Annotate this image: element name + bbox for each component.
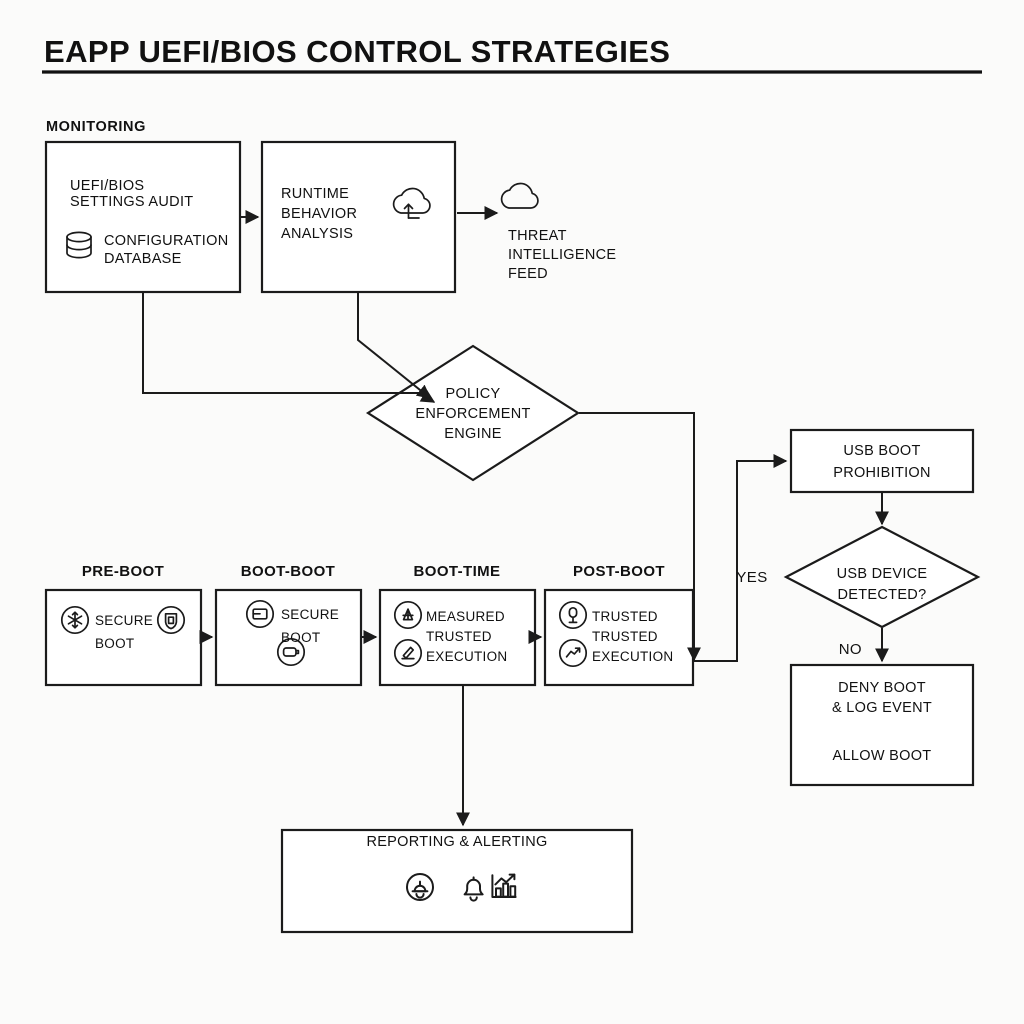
database-icon xyxy=(66,231,92,259)
node-policy-engine-line2: ENFORCEMENT xyxy=(415,406,530,422)
edge-policy-to-postboot xyxy=(579,412,701,662)
stage-1-line2: BOOT xyxy=(281,630,320,645)
node-stage-box-1[interactable] xyxy=(214,588,363,687)
node-usb-decision-line2: DETECTED? xyxy=(838,587,927,603)
circled-chip-icon xyxy=(393,600,423,630)
node-policy-engine-line1: POLICY xyxy=(446,386,501,402)
node-settings-audit-box[interactable] xyxy=(44,140,242,294)
edge-label-yes: YES xyxy=(736,569,767,586)
node-usb-prohibition-box[interactable] xyxy=(789,428,975,494)
cloud-upload-icon xyxy=(392,187,431,219)
stage-3-line2: TRUSTED xyxy=(592,629,658,644)
node-policy-engine-diamond[interactable] xyxy=(365,344,581,482)
section-label-monitoring: MONITORING xyxy=(46,119,146,135)
node-settings-audit-sub2: DATABASE xyxy=(104,251,182,267)
node-usb-prohibition-line1: USB BOOT xyxy=(843,443,920,459)
node-boot-outcome-box[interactable] xyxy=(789,663,975,787)
node-boot-outcome-line2: & LOG EVENT xyxy=(832,700,932,716)
node-settings-audit-line1: UEFI/BIOS xyxy=(70,178,144,194)
edge-runtime-to-policy xyxy=(357,293,432,399)
node-runtime-analysis-box[interactable] xyxy=(260,140,457,294)
edge-yes-to-usb-prohibition xyxy=(694,454,788,662)
stage-1-line1: SECURE xyxy=(281,607,339,622)
stage-label-0: PRE-BOOT xyxy=(82,563,164,580)
bar-chart-icon xyxy=(491,873,517,898)
circled-battery-icon xyxy=(276,637,306,667)
node-boot-outcome-line1: DENY BOOT xyxy=(838,680,926,696)
edge-label-no: NO xyxy=(839,641,862,658)
node-threat-feed-line2: INTELLIGENCE xyxy=(508,247,616,263)
node-reporting-title: REPORTING & ALERTING xyxy=(366,834,547,850)
stage-2-line2: TRUSTED xyxy=(426,629,492,644)
circled-shield-lock-icon xyxy=(156,605,186,635)
alarm-clock-bell-icon xyxy=(406,873,434,901)
node-threat-feed-line1: THREAT xyxy=(508,228,567,244)
node-boot-outcome-line3: ALLOW BOOT xyxy=(833,748,932,764)
node-runtime-analysis-line2: BEHAVIOR xyxy=(281,206,357,222)
node-runtime-analysis-line1: RUNTIME xyxy=(281,186,349,202)
circled-signature-icon xyxy=(393,638,423,668)
edge-audit-to-policy xyxy=(142,293,436,403)
stage-3-line3: EXECUTION xyxy=(592,649,673,664)
node-usb-prohibition-line2: PROHIBITION xyxy=(833,465,931,481)
circled-card-icon xyxy=(245,599,275,629)
stage-3-line1: TRUSTED xyxy=(592,609,658,624)
node-policy-engine-line3: ENGINE xyxy=(444,426,501,442)
stage-0-line2: BOOT xyxy=(95,636,134,651)
circled-pin-icon xyxy=(558,600,588,630)
node-settings-audit-sub1: CONFIGURATION xyxy=(104,233,228,249)
node-runtime-analysis-line3: ANALYSIS xyxy=(281,226,353,242)
page-title: EAPP UEFI/BIOS CONTROL STRATEGIES xyxy=(44,34,670,69)
circled-activity-icon xyxy=(558,638,588,668)
cloud-icon xyxy=(500,182,539,209)
bell-icon xyxy=(463,876,484,902)
stage-label-2: BOOT-TIME xyxy=(414,563,501,580)
node-settings-audit-line2: SETTINGS AUDIT xyxy=(70,194,193,210)
node-threat-feed-line3: FEED xyxy=(508,266,548,282)
node-usb-decision-diamond[interactable] xyxy=(783,525,981,629)
node-reporting-box[interactable] xyxy=(280,828,634,934)
stage-2-line1: MEASURED xyxy=(426,609,505,624)
stage-label-3: POST-BOOT xyxy=(573,563,665,580)
circled-snowflake-icon xyxy=(60,605,90,635)
stage-2-line3: EXECUTION xyxy=(426,649,507,664)
node-usb-decision-line1: USB DEVICE xyxy=(837,566,928,582)
stage-0-line1: SECURE xyxy=(95,613,153,628)
stage-label-1: BOOT-BOOT xyxy=(241,563,335,580)
